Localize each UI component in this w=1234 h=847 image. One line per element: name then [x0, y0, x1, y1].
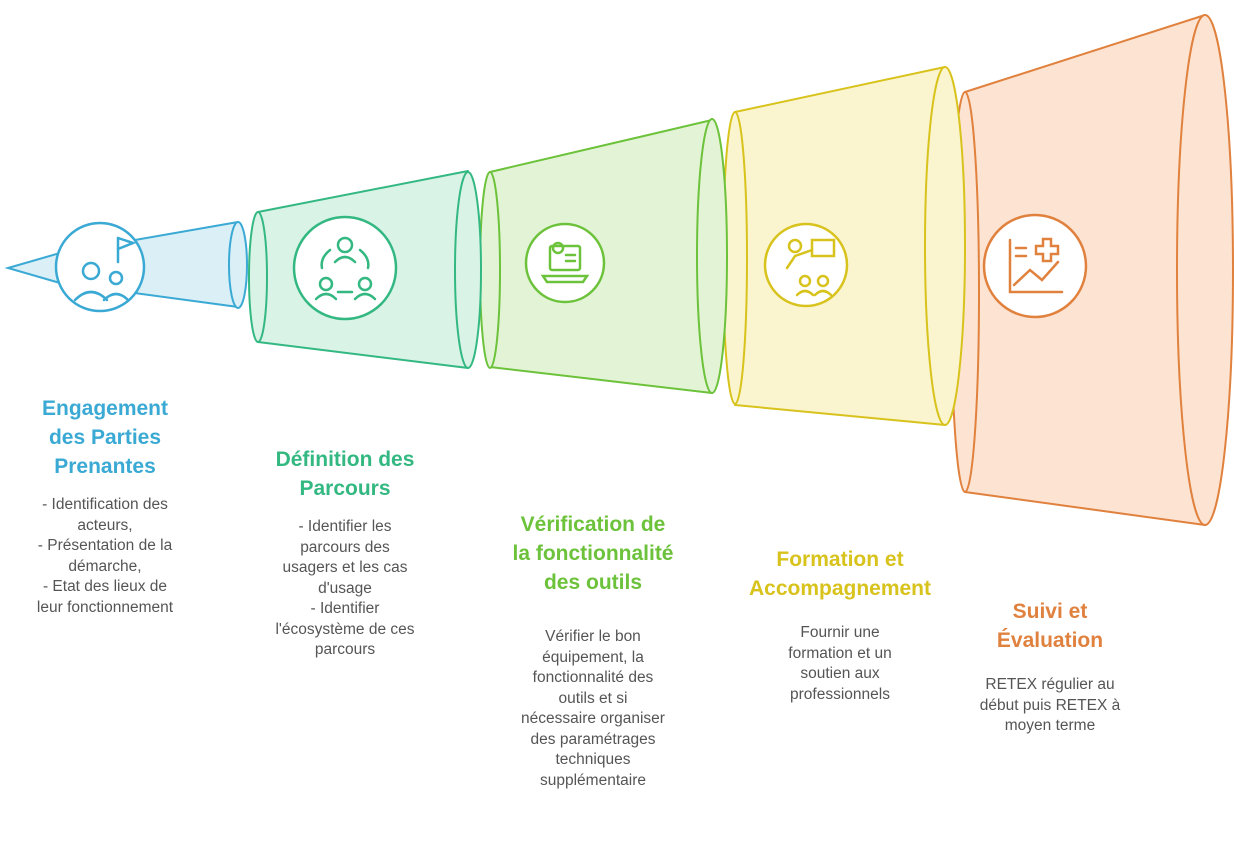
stage-5-description: RETEX régulier au début puis RETEX à moy…: [979, 676, 1121, 734]
stage-3-description: Vérifier le bon équipement, la fonctionn…: [521, 628, 665, 789]
stage-4-text: Formation et Accompagnement Fournir une …: [715, 545, 965, 705]
people-with-flag-icon: [54, 221, 146, 313]
teacher-board-icon: [763, 222, 849, 308]
stage-5-text: Suivi et Évaluation RETEX régulier au dé…: [955, 597, 1145, 737]
stage-3-title: Vérification de la fonctionnalité des ou…: [512, 513, 674, 594]
funnel-tip: [4, 251, 61, 285]
network-of-people-icon: [292, 215, 398, 321]
stage-3-text: Vérification de la fonctionnalité des ou…: [478, 510, 708, 791]
stage-5-title: Suivi et Évaluation: [996, 600, 1104, 652]
stage-2-text: Définition des Parcours - Identifier les…: [235, 445, 455, 661]
stage-4-cone: [722, 66, 966, 426]
laptop-settings-icon: [524, 222, 606, 304]
stage-4-title: Formation et Accompagnement: [748, 548, 932, 600]
chart-plus-icon: [982, 213, 1088, 319]
stage-1-title: Engagement des Parties Prenantes: [41, 397, 169, 478]
stage-2-title: Définition des Parcours: [275, 448, 415, 500]
stage-2-description: - Identifier les parcours des usagers et…: [275, 518, 415, 658]
stage-4-description: Fournir une formation et un soutien aux …: [788, 624, 892, 703]
stage-1-description: - Identification des acteurs, - Présenta…: [36, 496, 174, 616]
stage-1-text: Engagement des Parties Prenantes - Ident…: [0, 394, 210, 618]
